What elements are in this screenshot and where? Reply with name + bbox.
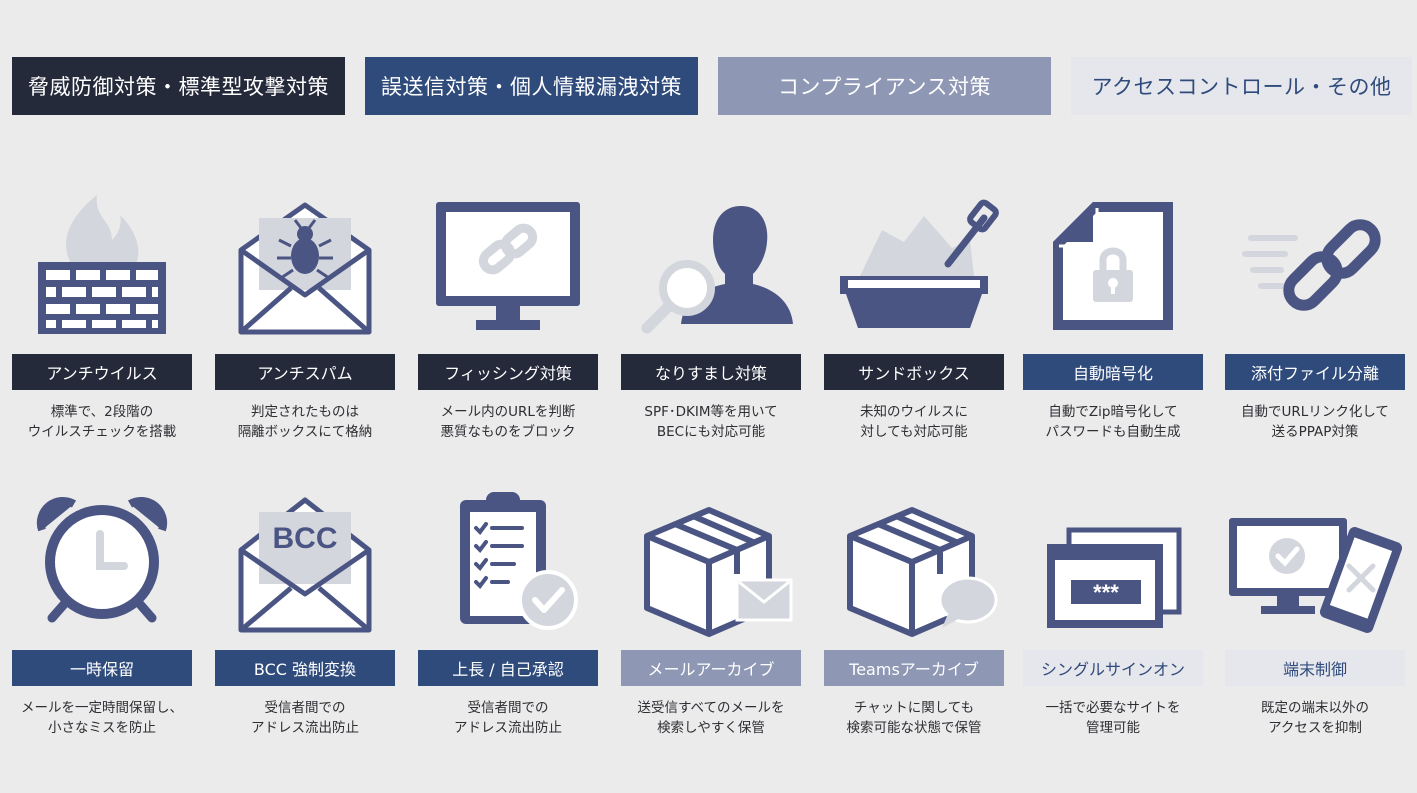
- feature-label: BCC 強制変換: [215, 650, 395, 686]
- bug-envelope-icon: [215, 190, 395, 340]
- category-legend: 脅威防御対策・標準型攻撃対策 誤送信対策・個人情報漏洩対策 コンプライアンス対策…: [12, 57, 1412, 115]
- checklist-clipboard-icon: [418, 490, 598, 640]
- feature-label: アンチウイルス: [12, 354, 192, 390]
- password-mask-text: ***: [1093, 580, 1119, 605]
- feature-description: メールを一定時間保留し、小さなミスを防止: [21, 700, 183, 736]
- devices-icon: [1225, 490, 1405, 640]
- feature-description: 判定されたものは隔離ボックスにて格納: [237, 404, 373, 440]
- box-chat-icon: [824, 490, 1004, 640]
- feature-label: アンチスパム: [215, 354, 395, 390]
- feature-description: 自動でURLリンク化して送るPPAP対策: [1241, 404, 1389, 440]
- feature-description: 受信者間でのアドレス流出防止: [454, 700, 562, 736]
- firewall-icon: [12, 190, 192, 340]
- legend-threat-defense: 脅威防御対策・標準型攻撃対策: [12, 57, 345, 115]
- feature-description: チャットに関しても検索可能な状態で保管: [846, 700, 982, 736]
- feature-description: 既定の端末以外のアクセスを抑制: [1261, 700, 1369, 736]
- monitor-link-icon: [418, 190, 598, 340]
- feature-description: 標準で、2段階のウイルスチェックを搭載: [27, 404, 177, 440]
- feature-label: なりすまし対策: [621, 354, 801, 390]
- legend-missend-privacy: 誤送信対策・個人情報漏洩対策: [365, 57, 698, 115]
- alarm-clock-icon: [12, 490, 192, 640]
- bcc-envelope-icon: BCC: [215, 490, 395, 640]
- feature-label: フィッシング対策: [418, 354, 598, 390]
- feature-label: サンドボックス: [824, 354, 1004, 390]
- feature-description: 未知のウイルスに対しても対応可能: [860, 404, 968, 440]
- feature-description: 自動でZip暗号化してパスワードも自動生成: [1045, 404, 1181, 440]
- feature-label: 端末制御: [1225, 650, 1405, 686]
- chain-link-icon: [1225, 190, 1405, 340]
- feature-label: 添付ファイル分離: [1225, 354, 1405, 390]
- legend-access-control: アクセスコントロール・その他: [1071, 57, 1412, 115]
- bcc-text: BCC: [273, 522, 338, 555]
- legend-compliance: コンプライアンス対策: [718, 57, 1051, 115]
- feature-description: 一括で必要なサイトを管理可能: [1045, 700, 1181, 736]
- person-search-icon: [621, 190, 801, 340]
- feature-label: メールアーカイブ: [621, 650, 801, 686]
- feature-label: 一時保留: [12, 650, 192, 686]
- feature-description: 受信者間でのアドレス流出防止: [251, 700, 359, 736]
- feature-description: 送受信すべてのメールを検索しやすく保管: [637, 700, 785, 736]
- password-window-icon: ***: [1023, 490, 1203, 640]
- feature-label: シングルサインオン: [1023, 650, 1203, 686]
- feature-description: メール内のURLを判断悪質なものをブロック: [440, 404, 576, 440]
- locked-file-icon: [1023, 190, 1203, 340]
- feature-label: Teamsアーカイブ: [824, 650, 1004, 686]
- box-mail-icon: [621, 490, 801, 640]
- sandbox-icon: [824, 190, 1004, 340]
- feature-label: 自動暗号化: [1023, 354, 1203, 390]
- feature-label: 上長 / 自己承認: [418, 650, 598, 686]
